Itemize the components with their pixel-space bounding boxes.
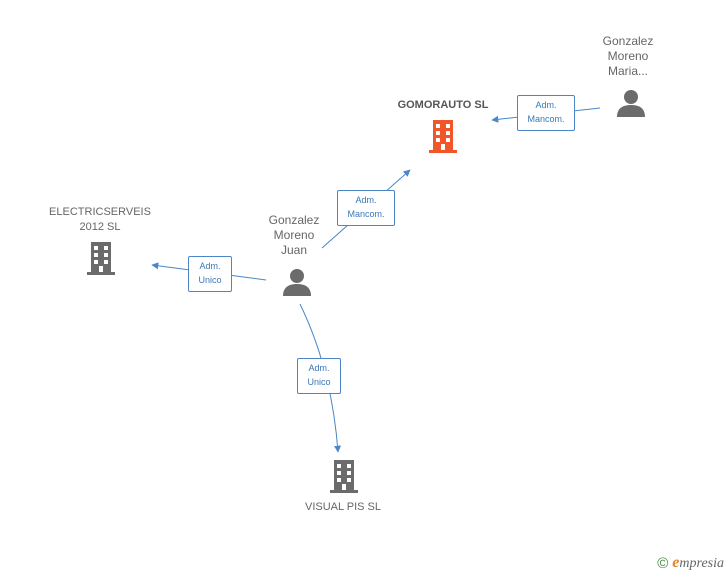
company-label-gomorauto[interactable]: GOMORAUTO SL: [397, 99, 489, 111]
building-icon[interactable]: [328, 458, 360, 494]
role-badge-maria-gomorauto[interactable]: Adm. Mancom.: [517, 95, 575, 131]
empresia-logo[interactable]: empresia: [672, 554, 724, 571]
role-badge-juan-electricserveis[interactable]: Adm. Unico: [188, 256, 232, 292]
person-icon[interactable]: [282, 267, 312, 297]
copyright-icon: ©: [657, 554, 669, 572]
role-badge-juan-visualpis[interactable]: Adm. Unico: [297, 358, 341, 394]
company-label-electricserveis[interactable]: ELECTRICSERVEIS 2012 SL: [49, 206, 151, 233]
person-icon[interactable]: [616, 88, 646, 118]
role-badge-juan-gomorauto[interactable]: Adm. Mancom.: [337, 190, 395, 226]
building-icon[interactable]: [85, 240, 117, 276]
company-label-visualpis[interactable]: VISUAL PIS SL: [304, 501, 382, 513]
person-label-maria[interactable]: Gonzalez Moreno Maria...: [602, 34, 654, 78]
empresia-footer: © empresia: [657, 554, 724, 572]
building-icon[interactable]: [427, 118, 459, 154]
person-label-juan[interactable]: Gonzalez Moreno Juan: [268, 213, 320, 257]
